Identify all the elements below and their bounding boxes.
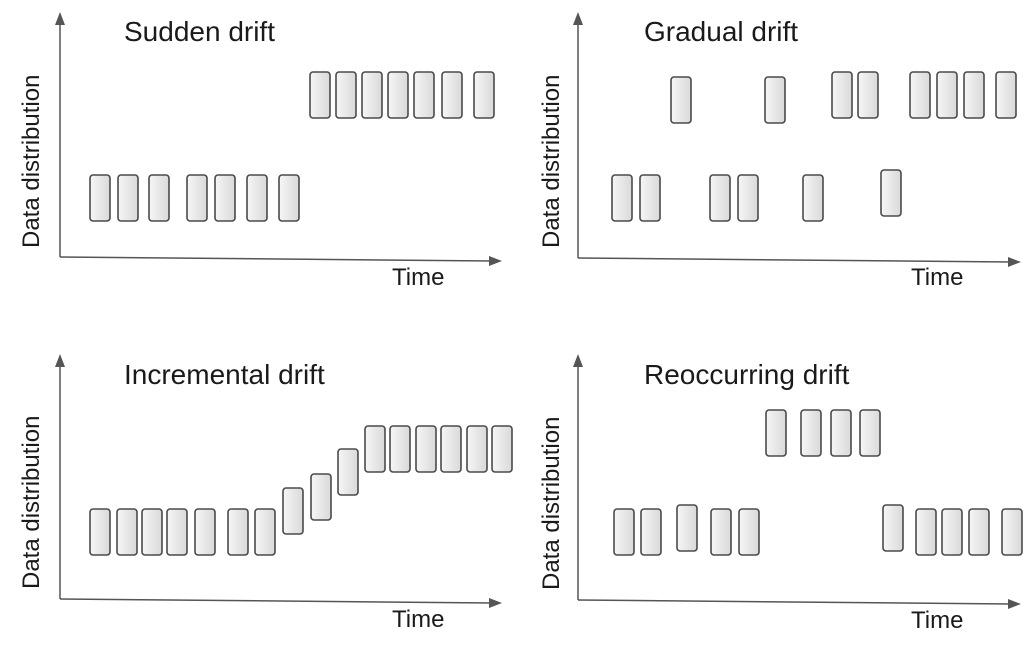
reoccurring-drift-panel: Reoccurring drift Time Data distribution <box>518 325 1035 650</box>
block-6 <box>246 174 268 222</box>
incremental-drift-plot <box>55 354 513 608</box>
block-15 <box>466 425 488 473</box>
block-1 <box>613 508 635 556</box>
block-4 <box>709 174 731 222</box>
y-axis-arrow <box>573 12 583 25</box>
x-axis-label: Time <box>911 607 964 634</box>
block-13 <box>963 71 985 119</box>
block-12 <box>389 425 411 473</box>
block-8 <box>831 71 853 119</box>
block-5 <box>194 508 216 556</box>
panel-title: Reoccurring drift <box>644 359 850 390</box>
axes <box>573 354 1021 609</box>
block-14 <box>440 425 462 473</box>
block-2 <box>116 508 138 556</box>
block-13 <box>441 71 463 119</box>
block-7 <box>800 409 822 457</box>
gradual-drift-plot <box>573 12 1021 267</box>
block-4 <box>710 508 732 556</box>
block-6 <box>764 76 786 124</box>
y-axis-arrow <box>55 12 65 25</box>
gradual-drift-panel: Gradual drift Time Data distribution <box>518 0 1035 325</box>
panel-title: Sudden drift <box>124 16 275 47</box>
y-axis-label: Data distribution <box>18 415 45 589</box>
block-3 <box>148 174 170 222</box>
block-9 <box>335 71 357 119</box>
block-1 <box>611 174 633 222</box>
y-axis-arrow <box>55 354 65 367</box>
block-1 <box>89 508 111 556</box>
block-14 <box>1001 508 1023 556</box>
x-axis-label: Time <box>392 606 445 633</box>
block-6 <box>227 508 249 556</box>
sudden-drift-panel: Sudden drift Time Data distribution <box>0 0 517 325</box>
x-axis-arrow <box>1008 257 1021 267</box>
incremental-drift-panel: Incremental drift Time Data distribution <box>0 325 517 650</box>
reoccurring-drift-plot <box>573 354 1023 609</box>
block-10 <box>882 504 904 552</box>
block-8 <box>309 71 331 119</box>
y-axis-label: Data distribution <box>18 74 45 248</box>
x-axis <box>59 256 494 262</box>
axes <box>55 12 502 266</box>
block-10 <box>337 448 359 496</box>
x-axis <box>59 598 494 604</box>
block-5 <box>737 174 759 222</box>
block-1 <box>89 174 111 222</box>
block-7 <box>802 174 824 222</box>
x-axis-arrow <box>1008 599 1021 609</box>
block-11 <box>909 71 931 119</box>
blocks <box>611 71 1017 222</box>
block-14 <box>995 71 1017 119</box>
block-2 <box>639 174 661 222</box>
block-2 <box>640 508 662 556</box>
x-axis-arrow <box>489 598 502 608</box>
block-14 <box>473 71 495 119</box>
blocks <box>89 71 495 222</box>
block-2 <box>117 174 139 222</box>
block-7 <box>254 508 276 556</box>
panel-title: Incremental drift <box>124 359 325 390</box>
x-axis-label: Time <box>911 264 964 291</box>
blocks <box>89 425 513 556</box>
block-3 <box>676 504 698 552</box>
x-axis-arrow <box>489 256 502 266</box>
y-axis-arrow <box>573 354 583 367</box>
block-10 <box>361 71 383 119</box>
block-13 <box>968 508 990 556</box>
block-12 <box>413 71 435 119</box>
block-3 <box>670 76 692 124</box>
blocks <box>613 409 1023 556</box>
block-3 <box>141 508 163 556</box>
block-13 <box>415 425 437 473</box>
block-5 <box>214 174 236 222</box>
block-9 <box>310 473 332 521</box>
block-12 <box>941 508 963 556</box>
block-12 <box>936 71 958 119</box>
block-9 <box>859 409 881 457</box>
axes <box>55 354 502 608</box>
block-5 <box>738 508 760 556</box>
sudden-drift-plot <box>55 12 502 266</box>
axes <box>573 12 1021 267</box>
block-16 <box>491 425 513 473</box>
block-11 <box>364 425 386 473</box>
block-9 <box>857 71 879 119</box>
block-6 <box>765 409 787 457</box>
y-axis-label: Data distribution <box>538 74 565 248</box>
block-4 <box>186 174 208 222</box>
block-10 <box>880 169 902 217</box>
x-axis <box>577 257 1012 263</box>
block-4 <box>166 508 188 556</box>
block-11 <box>915 508 937 556</box>
block-7 <box>278 174 300 222</box>
panel-title: Gradual drift <box>644 16 799 47</box>
x-axis <box>577 599 1012 605</box>
block-8 <box>282 487 304 535</box>
y-axis-label: Data distribution <box>538 416 565 590</box>
block-8 <box>830 409 852 457</box>
x-axis-label: Time <box>392 264 445 291</box>
block-11 <box>387 71 409 119</box>
